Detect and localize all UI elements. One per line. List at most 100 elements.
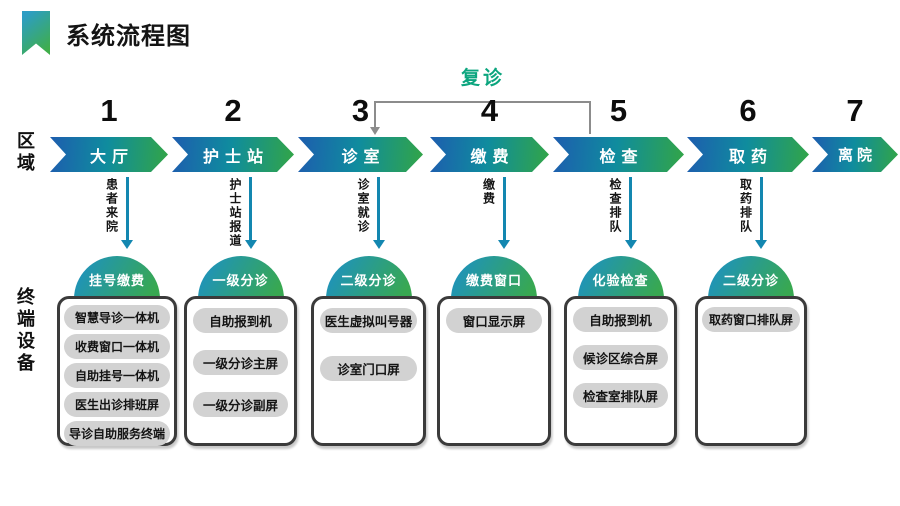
stage-chevron-label: 缴费: [470, 148, 515, 166]
device-item: 检查室排队屏: [573, 383, 668, 408]
flow-step: 诊室就诊: [311, 177, 426, 252]
device-item: 导诊自助服务终端: [64, 421, 170, 446]
device-item: 取药窗口排队屏: [702, 307, 800, 332]
stage-number: 5: [609, 93, 628, 128]
device-list: 窗口显示屏: [440, 299, 548, 333]
device-item-label: 导诊自助服务终端: [68, 427, 165, 441]
device-group-title: 二级分诊: [722, 273, 779, 288]
down-arrow-icon: [372, 177, 385, 249]
flow-step: 护士站报道: [184, 177, 297, 252]
device-list: 智慧导诊一体机 收费窗口一体机 自助挂号一体机 医生出诊排班屏 导诊自助服务终端: [60, 299, 174, 446]
stage-chevron-label: 护士站: [202, 148, 269, 166]
device-item-label: 自助挂号一体机: [74, 369, 159, 383]
flow-step: 取药排队: [695, 177, 807, 252]
device-card: 医生虚拟叫号器 诊室门口屏: [311, 296, 426, 446]
down-arrow-icon: [755, 177, 767, 249]
page-title: 系统流程图: [66, 22, 191, 50]
stage-chevron: 检查: [553, 137, 684, 172]
stage-number: 6: [739, 93, 757, 128]
device-item: 一级分诊主屏: [193, 350, 288, 375]
device-item: 收费窗口一体机: [64, 334, 170, 359]
device-list: 自助报到机 候诊区综合屏 检查室排队屏: [567, 299, 674, 408]
device-item: 智慧导诊一体机: [64, 305, 170, 330]
device-item: 自助报到机: [193, 308, 288, 333]
stage: 2 护士站: [172, 95, 294, 172]
stage-column: 取药排队 二级分诊 取药窗口排队屏: [695, 177, 807, 446]
device-item-label: 自助报到机: [589, 314, 652, 328]
device-item-label: 一级分诊主屏: [202, 357, 278, 371]
stage-number: 3: [351, 93, 370, 128]
device-item-label: 窗口显示屏: [462, 315, 526, 329]
stage-number: 2: [224, 93, 242, 128]
down-arrow-icon: [244, 177, 257, 249]
stage-column: 护士站报道 一级分诊 自助报到机 一级分诊主屏 一级分诊副屏: [184, 177, 297, 446]
device-card: 取药窗口排队屏: [695, 296, 807, 446]
terminal-devices-row-label: 终端设备: [15, 287, 35, 375]
stage-chevron: 诊室: [298, 137, 423, 172]
return-visit-connector-line: [375, 101, 591, 103]
flow-step-label: 缴费: [481, 178, 496, 206]
stage-chevron-label: 取药: [728, 148, 773, 166]
stage-chevron-label: 检查: [599, 148, 644, 166]
device-list: 取药窗口排队屏: [698, 299, 804, 332]
return-visit-arrowhead-icon: [370, 127, 380, 135]
stage: 5 检查: [553, 95, 684, 172]
stage-chevron: 离院: [812, 137, 898, 172]
stage-chevron-label: 离院: [837, 147, 876, 164]
down-arrow-icon: [121, 177, 133, 249]
return-visit-label: 复诊: [460, 68, 505, 89]
device-item: 医生虚拟叫号器: [320, 308, 417, 333]
device-item-label: 医生出诊排班屏: [74, 398, 159, 412]
device-group-title: 化验检查: [592, 273, 649, 288]
return-visit-target-line: [374, 101, 376, 128]
device-item-label: 检查室排队屏: [582, 390, 658, 404]
down-arrow-icon: [624, 177, 637, 249]
device-item-label: 取药窗口排队屏: [708, 313, 793, 327]
stage-column: 诊室就诊 二级分诊 医生虚拟叫号器 诊室门口屏: [311, 177, 426, 446]
stage-column: 缴费 缴费窗口 窗口显示屏: [437, 177, 551, 446]
device-item: 自助报到机: [573, 307, 668, 332]
stage: 3 诊室: [298, 95, 423, 172]
device-item-label: 候诊区综合屏: [582, 352, 658, 366]
device-item-label: 诊室门口屏: [337, 363, 400, 377]
stage: 6 取药: [687, 95, 809, 172]
area-row-label: 区域: [15, 131, 35, 175]
device-item: 候诊区综合屏: [573, 345, 668, 370]
device-card: 自助报到机 候诊区综合屏 检查室排队屏: [564, 296, 677, 446]
stage: 4 缴费: [430, 95, 549, 172]
flow-step-label: 护士站报道: [228, 178, 242, 248]
device-card: 自助报到机 一级分诊主屏 一级分诊副屏: [184, 296, 297, 446]
flow-step-label: 诊室就诊: [356, 178, 370, 234]
flow-step: 缴费: [437, 177, 551, 252]
device-item: 自助挂号一体机: [64, 363, 170, 388]
device-list: 医生虚拟叫号器 诊室门口屏: [314, 299, 423, 381]
flow-step: 检查排队: [564, 177, 677, 252]
device-item: 一级分诊副屏: [193, 392, 288, 417]
stage-number: 7: [846, 93, 864, 128]
flow-step-label: 取药排队: [738, 178, 753, 234]
stage: 1 大厅: [50, 95, 168, 172]
stage-chevron-label: 大厅: [89, 148, 134, 166]
device-item: 医生出诊排班屏: [64, 392, 170, 417]
device-list: 自助报到机 一级分诊主屏 一级分诊副屏: [187, 299, 294, 417]
device-item: 诊室门口屏: [320, 356, 417, 381]
device-group-title: 挂号缴费: [88, 273, 145, 288]
device-item-label: 自助报到机: [209, 315, 272, 329]
device-item-label: 收费窗口一体机: [74, 340, 159, 354]
stage-chevron: 护士站: [172, 137, 294, 172]
down-arrow-icon: [498, 177, 510, 249]
device-card: 窗口显示屏: [437, 296, 551, 446]
device-item-label: 医生虚拟叫号器: [324, 315, 413, 329]
flow-step-label: 检查排队: [608, 178, 622, 234]
stage-chevron: 缴费: [430, 137, 549, 172]
device-group-title: 一级分诊: [212, 273, 269, 288]
device-group-title: 二级分诊: [340, 273, 397, 288]
stage-chevron: 取药: [687, 137, 809, 172]
page-header: 系统流程图: [22, 11, 191, 55]
device-card: 智慧导诊一体机 收费窗口一体机 自助挂号一体机 医生出诊排班屏 导诊自助服务终端: [57, 296, 177, 446]
stage-number: 1: [100, 93, 118, 128]
device-item-label: 智慧导诊一体机: [74, 311, 159, 325]
stage-column: 患者来院 挂号缴费 智慧导诊一体机 收费窗口一体机 自助挂号一体机 医生出诊排班…: [57, 177, 177, 446]
stage-chevron-label: 诊室: [341, 148, 386, 166]
